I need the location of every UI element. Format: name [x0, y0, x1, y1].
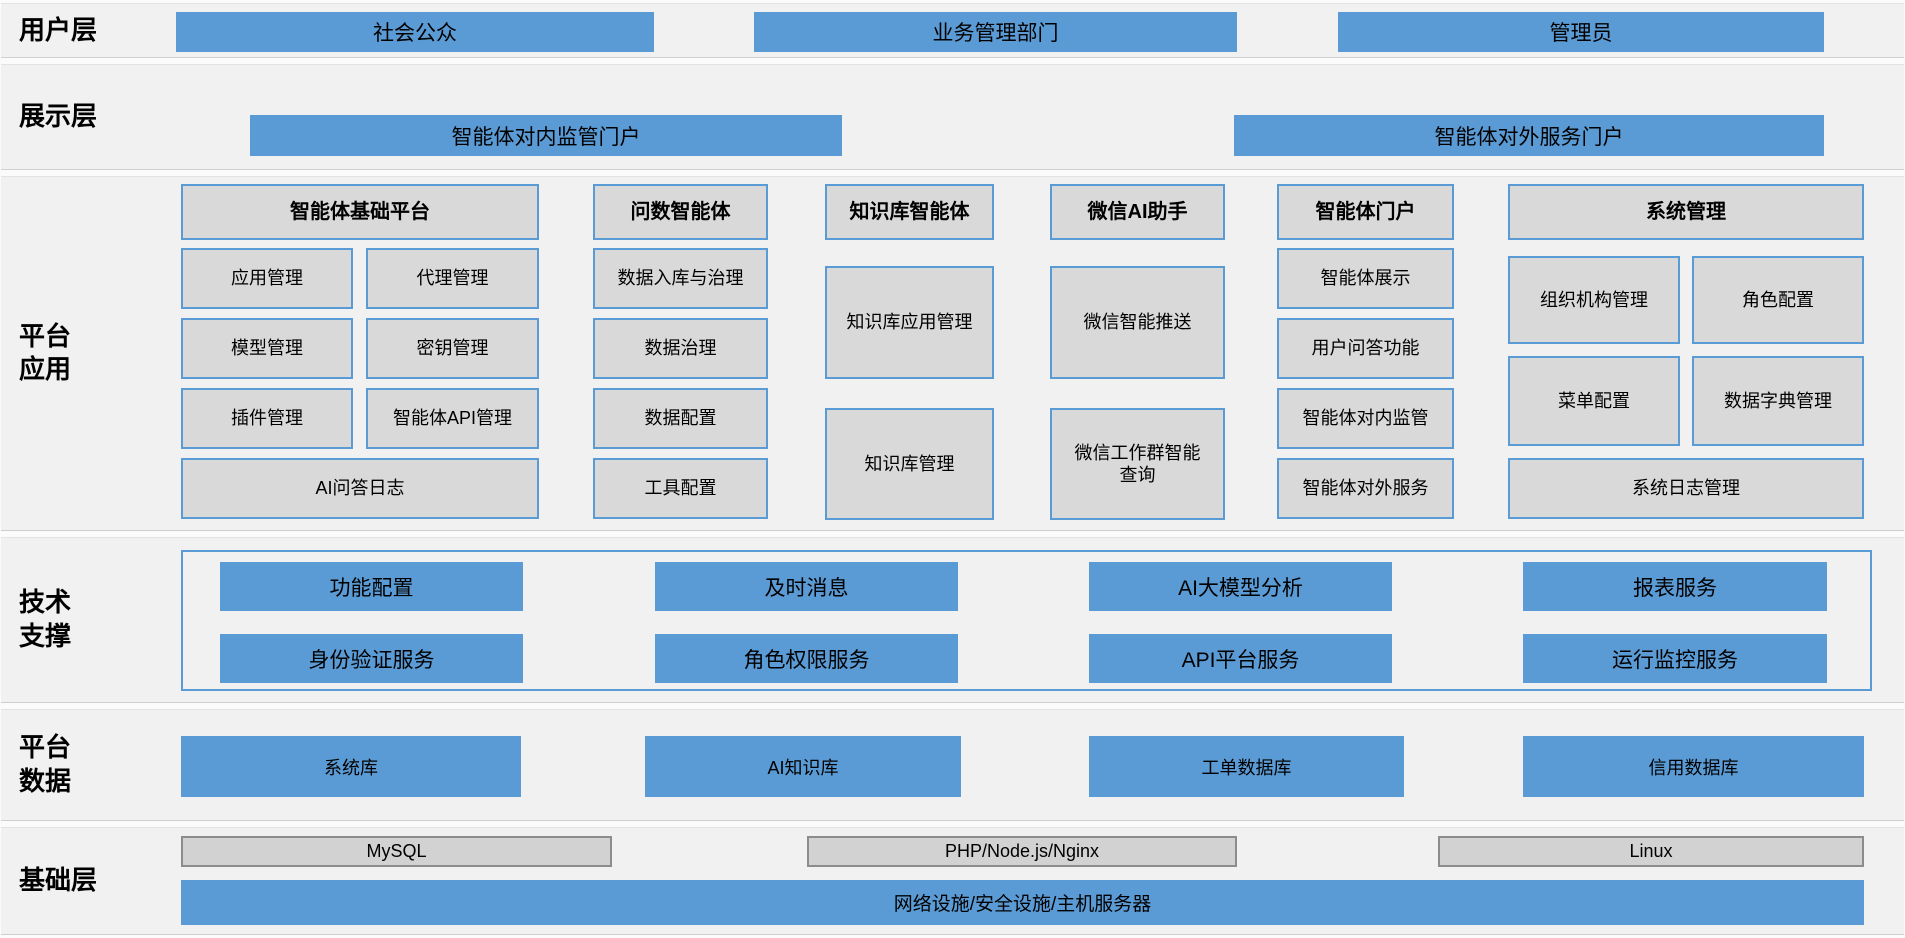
module-cell: 数据治理: [593, 318, 768, 379]
module-cell: 密钥管理: [366, 318, 539, 379]
platform-data-layer-band: 平台数据 系统库 AI知识库 工单数据库 信用数据库: [1, 709, 1904, 821]
tech-service-box: 角色权限服务: [655, 634, 958, 683]
module-cell: 数据字典管理: [1692, 356, 1864, 446]
column-header-system-mgmt: 系统管理: [1508, 184, 1864, 240]
column-header-kb-agent: 知识库智能体: [825, 184, 994, 240]
tech-service-box: 及时消息: [655, 562, 958, 611]
tech-service-box: 运行监控服务: [1523, 634, 1827, 683]
module-cell: 数据入库与治理: [593, 248, 768, 309]
tech-support-layer-label: 技术支撑: [19, 587, 72, 651]
database-box: AI知识库: [645, 736, 961, 797]
module-cell: 角色配置: [1692, 256, 1864, 344]
tech-support-frame: [181, 550, 1872, 691]
module-cell: 智能体API管理: [366, 388, 539, 449]
infra-tech-box: MySQL: [181, 836, 612, 867]
module-cell: 菜单配置: [1508, 356, 1680, 446]
module-cell: 用户问答功能: [1277, 318, 1454, 379]
module-cell: 微信工作群智能查询: [1050, 408, 1225, 520]
module-cell: 模型管理: [181, 318, 353, 379]
module-cell: 应用管理: [181, 248, 353, 309]
database-box: 工单数据库: [1089, 736, 1404, 797]
platform-app-layer-label: 平台应用: [19, 320, 72, 385]
platform-app-layer-band: 平台应用 智能体基础平台 应用管理 代理管理 模型管理 密钥管理 插件管理 智能…: [1, 176, 1904, 531]
module-cell: 数据配置: [593, 388, 768, 449]
module-cell: 智能体对内监管: [1277, 388, 1454, 449]
infrastructure-layer-label: 基础层: [19, 865, 98, 896]
module-cell: 代理管理: [366, 248, 539, 309]
module-cell: 插件管理: [181, 388, 353, 449]
portal-internal-box: 智能体对内监管门户: [250, 115, 842, 156]
portal-external-box: 智能体对外服务门户: [1234, 115, 1824, 156]
module-cell: 智能体对外服务: [1277, 458, 1454, 519]
user-layer-band: 用户层 社会公众 业务管理部门 管理员: [1, 3, 1904, 58]
module-cell: 微信智能推送: [1050, 266, 1225, 379]
column-header-data-qa-agent: 问数智能体: [593, 184, 768, 240]
database-box: 信用数据库: [1523, 736, 1864, 797]
infrastructure-layer-band: 基础层 MySQL PHP/Node.js/Nginx Linux 网络设施/安…: [1, 827, 1904, 935]
module-cell: 智能体展示: [1277, 248, 1454, 309]
infra-tech-box: PHP/Node.js/Nginx: [807, 836, 1237, 867]
tech-service-box: API平台服务: [1089, 634, 1392, 683]
tech-support-layer-band: 技术支撑 功能配置 及时消息 AI大模型分析 报表服务 身份验证服务 角色权限服…: [1, 537, 1904, 703]
column-header-agent-base-platform: 智能体基础平台: [181, 184, 539, 240]
module-cell: 系统日志管理: [1508, 458, 1864, 519]
column-header-agent-portal: 智能体门户: [1277, 184, 1454, 240]
user-box-public: 社会公众: [176, 12, 654, 52]
user-box-admin: 管理员: [1338, 12, 1824, 52]
presentation-layer-label: 展示层: [19, 101, 98, 132]
module-cell: 知识库管理: [825, 408, 994, 520]
tech-service-box: 身份验证服务: [220, 634, 523, 683]
tech-service-box: 报表服务: [1523, 562, 1827, 611]
module-cell: 知识库应用管理: [825, 266, 994, 379]
user-box-business-dept: 业务管理部门: [754, 12, 1237, 52]
infra-tech-box: Linux: [1438, 836, 1864, 867]
database-box: 系统库: [181, 736, 521, 797]
presentation-layer-band: 展示层 智能体对内监管门户 智能体对外服务门户: [1, 64, 1904, 170]
module-cell: AI问答日志: [181, 458, 539, 519]
platform-data-layer-label: 平台数据: [19, 732, 72, 796]
column-header-wechat-ai: 微信AI助手: [1050, 184, 1225, 240]
tech-service-box: 功能配置: [220, 562, 523, 611]
module-cell: 工具配置: [593, 458, 768, 519]
user-layer-label: 用户层: [19, 14, 98, 45]
module-cell: 组织机构管理: [1508, 256, 1680, 344]
tech-service-box: AI大模型分析: [1089, 562, 1392, 611]
infra-base-box: 网络设施/安全设施/主机服务器: [181, 880, 1864, 925]
